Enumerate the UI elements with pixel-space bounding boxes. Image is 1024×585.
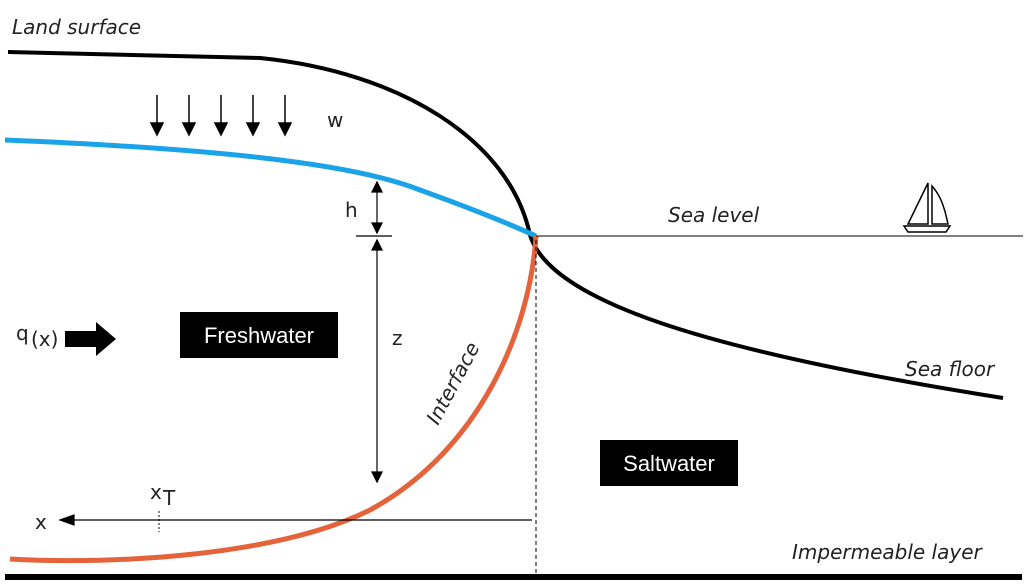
- sea-floor-label: Sea floor: [905, 357, 996, 381]
- land-surface-line: [7, 50, 1004, 400]
- z-dimension: [371, 238, 383, 484]
- z-label: z: [392, 326, 403, 350]
- sea-level-label: Sea level: [668, 203, 760, 227]
- land-surface-label: Land surface: [12, 15, 141, 39]
- q-label: q: [16, 321, 29, 345]
- freshwater-label: Freshwater: [204, 323, 314, 348]
- h-dimension: [356, 180, 392, 237]
- x-axis-label: x: [35, 510, 47, 534]
- saltwater-label: Saltwater: [623, 451, 715, 476]
- q-subscript: (x): [31, 327, 58, 351]
- water-table-line: [4, 137, 538, 239]
- impermeable-layer-label: Impermeable layer: [792, 540, 984, 564]
- recharge-arrows: [149, 95, 293, 137]
- saltwater-box: [600, 440, 738, 486]
- freshwater-box: [180, 312, 338, 358]
- interface-curve: [9, 235, 539, 564]
- h-label: h: [345, 198, 358, 222]
- xt-label: x: [150, 480, 162, 504]
- recharge-w-label: w: [327, 108, 343, 132]
- right-arrow-icon: [65, 322, 116, 356]
- xt-subscript: T: [162, 486, 176, 510]
- x-axis-arrow: [58, 514, 532, 526]
- sailboat-icon: [902, 182, 952, 233]
